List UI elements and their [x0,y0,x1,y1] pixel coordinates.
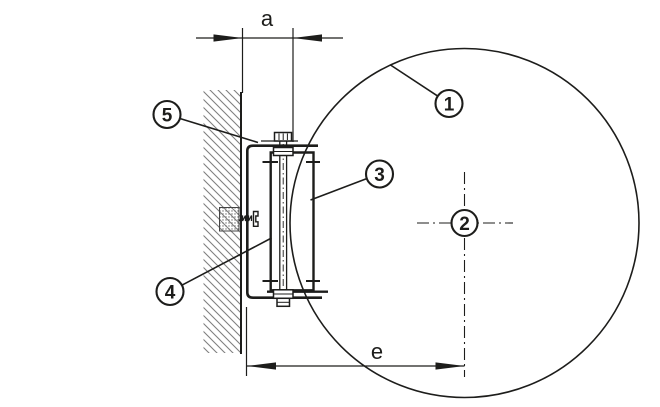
callout-2-circle [450,208,479,238]
callout-3-circle [364,159,395,189]
threaded-rod-assembly [272,131,294,308]
arrowhead-left [247,362,276,370]
callout-4: 4 [155,276,185,307]
dimension-a-label: a [261,6,274,31]
dimension-e: e [245,307,465,376]
wall-anchor [219,207,240,232]
leader-lines [179,64,439,286]
clamp-bracket [262,151,320,292]
leader-callout-3 [310,177,368,201]
arrowhead-right [435,362,465,370]
dimension-a: a [196,6,343,142]
callout-2-number: 2 [459,214,470,235]
leader-callout-1 [390,64,439,97]
arrowhead-right [293,34,322,42]
callout-2: 2 [450,208,479,238]
screw-thread [238,215,253,222]
callouts: 1 2 3 4 5 [152,88,479,307]
wall-bracket-profile [246,144,322,299]
anchor-screw [219,207,259,232]
callout-4-number: 4 [165,283,176,304]
dimension-e-label: e [371,339,383,364]
leader-callout-4 [181,237,272,286]
screw-head [252,210,259,227]
callout-5: 5 [152,99,182,130]
callout-3-number: 3 [374,165,385,186]
wall-bracket [246,140,328,299]
callout-4-circle [155,276,185,307]
arrowhead-left [213,34,243,42]
axis-centerlines [417,172,513,377]
callout-1-number: 1 [444,95,455,116]
callout-5-number: 5 [162,106,173,127]
callout-5-circle [152,99,182,130]
leader-callout-5 [179,117,259,144]
callout-1: 1 [434,88,464,119]
callout-1-circle [434,88,464,119]
callout-3: 3 [364,159,395,189]
clamp-outline [269,151,315,292]
fan-plate-circle [289,47,640,399]
